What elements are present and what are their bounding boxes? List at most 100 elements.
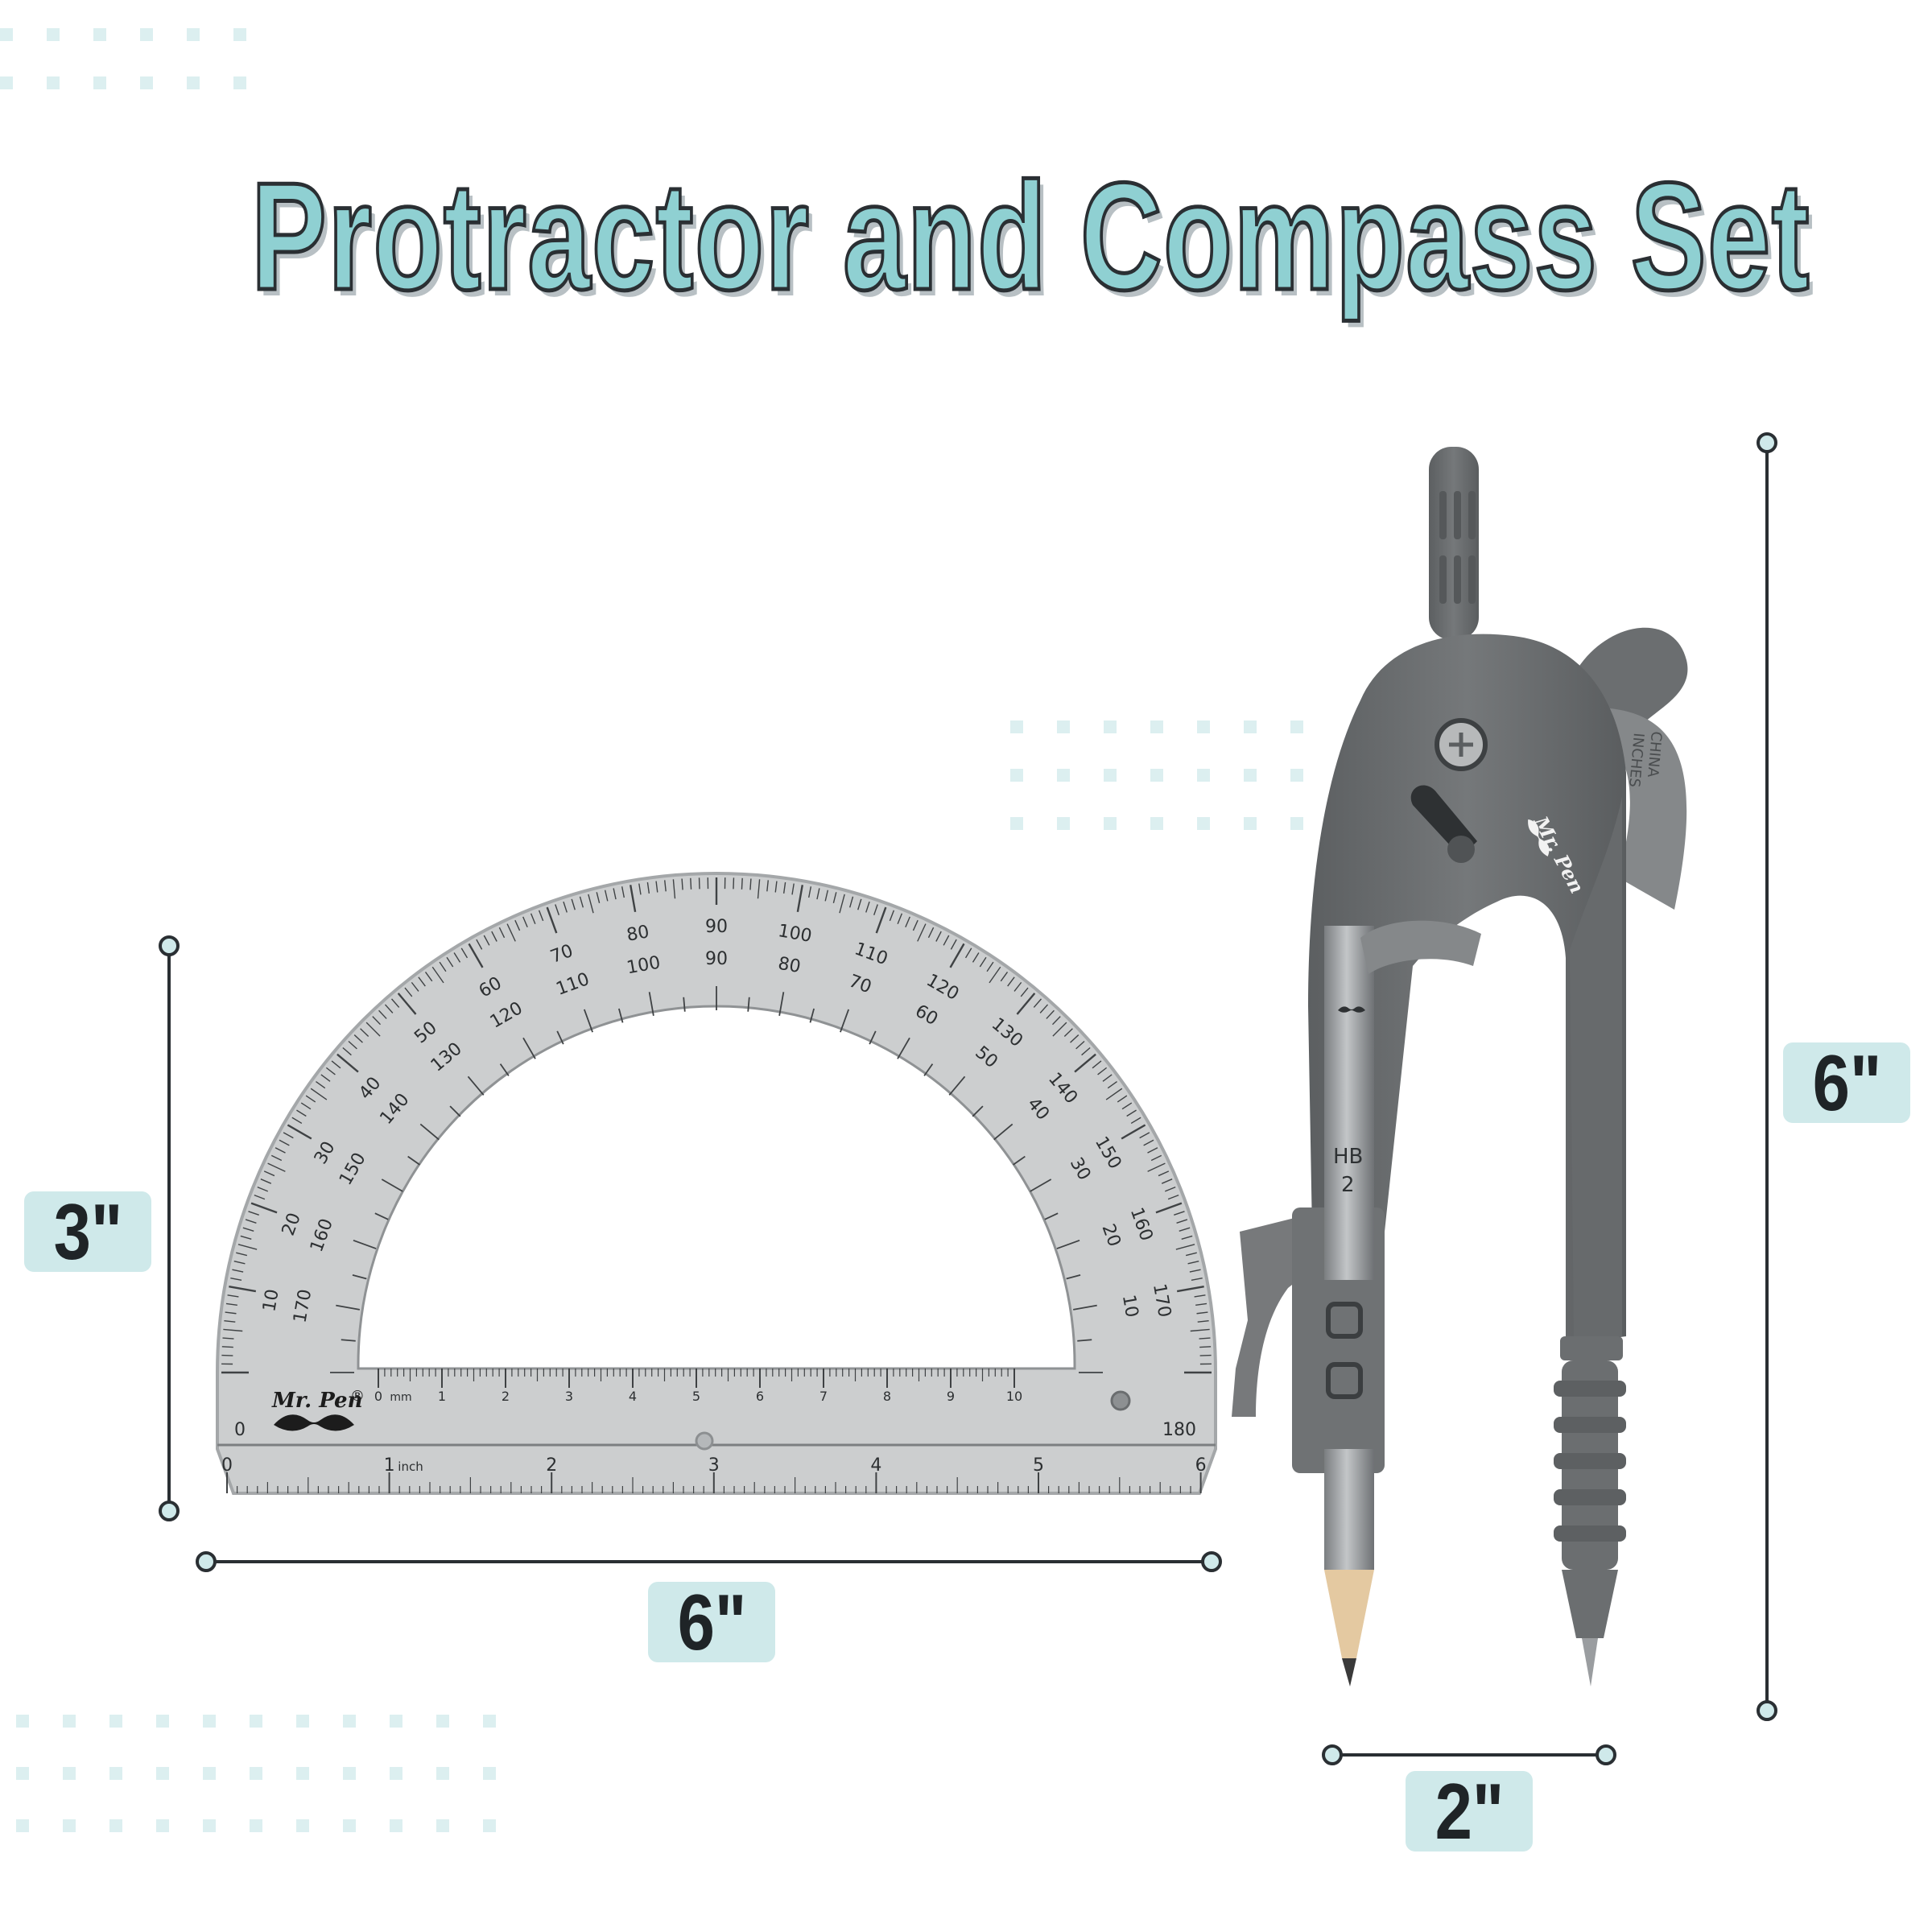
tick [491,931,497,942]
tick [1081,1046,1091,1056]
tick [260,1179,272,1184]
tick [506,923,516,942]
tick [889,910,895,922]
tick [221,1346,233,1348]
tick [1016,993,1036,1015]
tick [245,1219,257,1224]
tick [1155,1202,1183,1214]
tick [449,1105,461,1117]
tick [989,966,1001,984]
scale-label: 5 [692,1389,700,1404]
tick [832,892,837,904]
tick [1189,1269,1201,1273]
tick [757,879,761,899]
tick [1013,1155,1026,1166]
tick [782,881,786,894]
tick [1175,1244,1195,1250]
scale-label: 1 [438,1389,446,1404]
tick [250,1202,278,1214]
tick [1073,1304,1097,1311]
tick [563,901,568,913]
tick [1176,1286,1204,1293]
tick [766,880,769,892]
protractor-cutout [357,1005,1076,1370]
scale-label: 2 [502,1389,510,1404]
tick [1167,1194,1179,1200]
tick [538,910,544,922]
tick [263,1170,275,1177]
tick [476,939,483,950]
tick [483,935,490,946]
tick [419,1123,440,1141]
tick [796,885,803,913]
compass: INCHES CHINA HB 2 [1232,447,1688,1686]
tick [897,913,903,925]
tick [747,997,750,1012]
scale-label: 6 [1195,1455,1207,1476]
tick [522,1037,536,1059]
compass-width-badge: 2" [1406,1767,1533,1856]
tick [1000,972,1009,982]
tick [336,1304,360,1311]
tick [275,1147,286,1154]
tick [397,993,417,1015]
tick [1187,1260,1199,1265]
tick [229,1286,257,1293]
tick [1130,1117,1141,1125]
tick [498,927,506,939]
tick [1077,1339,1092,1342]
tick [1052,1022,1067,1037]
pencil-grade: HB [1333,1145,1363,1169]
tick [374,1212,389,1220]
tick [648,992,654,1016]
tick [950,939,957,950]
tick [857,898,862,910]
tick [964,947,972,959]
tick [341,1339,356,1342]
scale-label: 80 [625,922,651,945]
tick [222,1337,234,1340]
tick [296,1109,307,1117]
tick [875,906,887,934]
tick [1199,1346,1212,1348]
tick [1199,1337,1211,1340]
tick [613,888,617,900]
scale-label: 10 [259,1288,283,1314]
dot-grid-bottom-left [16,1715,496,1832]
tick [283,1132,294,1139]
protractor-width-badge: 6" [648,1578,775,1666]
tick [1197,1320,1209,1323]
tick [1185,1252,1197,1257]
tick [1013,981,1022,992]
tick [1063,1028,1073,1038]
tick [320,1074,331,1082]
tick [583,1009,593,1033]
tick [439,961,447,972]
compass-needle-leg [1554,1336,1626,1638]
tick [300,1102,312,1110]
tick [1176,1219,1188,1224]
scale-label: 3 [708,1455,720,1476]
tick [233,1260,246,1265]
tick [655,881,658,893]
tick [948,1075,966,1096]
tick [1092,1060,1102,1069]
tick [431,966,444,984]
scale-label: 0 [374,1389,382,1404]
scale-label: 10 [1006,1389,1022,1404]
tick [365,1022,381,1037]
tick [453,952,461,963]
tick [986,961,994,972]
protractor-width-dimension [196,1551,1222,1572]
tick [935,931,942,942]
tick [848,896,854,908]
tick [1117,1095,1128,1103]
pencil-mustache-icon [1338,1006,1365,1013]
tick [1143,1139,1154,1146]
tick [291,1117,303,1125]
tick [1161,1179,1173,1184]
tick [1126,1109,1137,1117]
tick [1107,1080,1117,1089]
